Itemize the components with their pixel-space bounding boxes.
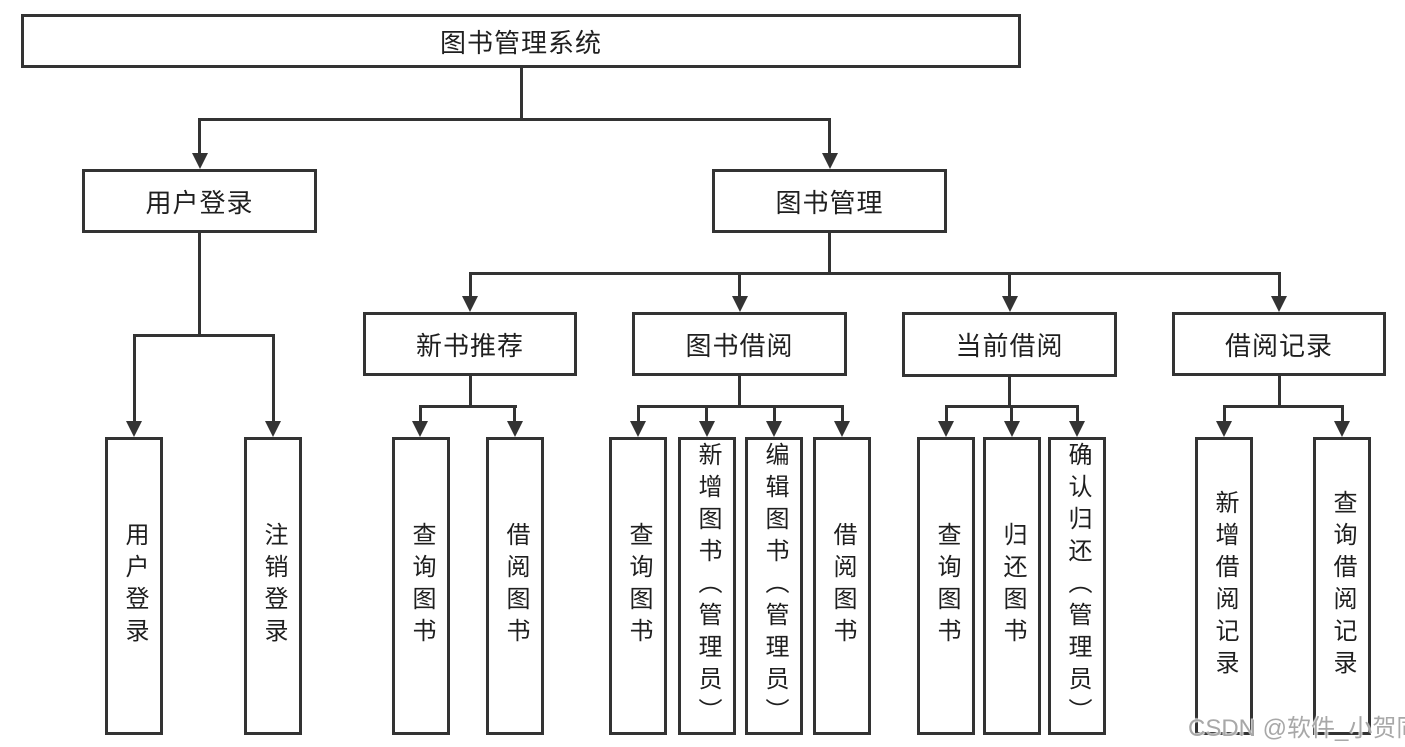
leaf-newbook-borrow-books: 借阅图书 bbox=[486, 437, 544, 735]
arrow-down-icon bbox=[1271, 296, 1287, 312]
connector-line bbox=[1075, 405, 1079, 424]
connector-line bbox=[1222, 405, 1344, 408]
leaf-borrow-query-books: 查询图书 bbox=[609, 437, 667, 735]
node-current-borrow: 当前借阅 bbox=[902, 312, 1117, 377]
connector-line bbox=[636, 405, 844, 408]
arrow-down-icon bbox=[630, 421, 646, 437]
connector-line bbox=[738, 272, 741, 299]
node-current-borrow-label: 当前借阅 bbox=[955, 331, 1064, 361]
leaf-current-query-books-label: 查询图书 bbox=[933, 522, 960, 650]
connector-line bbox=[944, 405, 948, 424]
arrow-down-icon bbox=[1216, 421, 1232, 437]
connector-line bbox=[738, 376, 741, 408]
connector-line bbox=[1008, 377, 1011, 408]
connector-line bbox=[198, 118, 831, 121]
connector-line bbox=[468, 272, 1281, 275]
arrow-down-icon bbox=[191, 153, 208, 169]
arrow-down-icon bbox=[938, 421, 954, 437]
connector-line bbox=[1340, 405, 1344, 424]
connector-line bbox=[1008, 272, 1011, 299]
connector-line bbox=[513, 405, 516, 424]
connector-line bbox=[636, 405, 640, 424]
connector-line bbox=[418, 405, 517, 408]
leaf-record-query-borrow-record-label: 查询借阅记录 bbox=[1329, 490, 1356, 682]
arrow-down-icon bbox=[1069, 421, 1085, 437]
connector-line bbox=[828, 233, 831, 275]
arrow-down-icon bbox=[462, 296, 478, 312]
connector-line bbox=[418, 405, 422, 424]
arrow-down-icon bbox=[698, 421, 715, 437]
node-root-label: 图书管理系统 bbox=[439, 27, 602, 58]
leaf-record-add-borrow-record: 新增借阅记录 bbox=[1195, 437, 1253, 735]
leaf-record-add-borrow-record-label: 新增借阅记录 bbox=[1211, 490, 1238, 682]
connector-line bbox=[772, 405, 776, 424]
connector-line bbox=[198, 118, 201, 156]
leaf-borrow-borrow-books: 借阅图书 bbox=[813, 437, 871, 735]
node-borrow-record: 借阅记录 bbox=[1172, 312, 1386, 376]
connector-line bbox=[705, 405, 708, 424]
leaf-current-return-books: 归还图书 bbox=[983, 437, 1041, 735]
arrow-down-icon bbox=[1334, 421, 1350, 437]
leaf-borrow-edit-books-admin: 编辑图书（管理员） bbox=[745, 437, 803, 735]
leaf-borrow-borrow-books-label: 借阅图书 bbox=[829, 522, 856, 650]
arrow-down-icon bbox=[766, 421, 782, 437]
node-book-management: 图书管理 bbox=[712, 169, 947, 233]
watermark: CSDN @软件_小贺同学 bbox=[1188, 715, 1405, 742]
leaf-current-confirm-return-admin-label: 确认归还（管理员） bbox=[1064, 442, 1091, 730]
leaf-record-query-borrow-record: 查询借阅记录 bbox=[1313, 437, 1371, 735]
arrow-down-icon bbox=[1003, 421, 1020, 437]
connector-line bbox=[520, 68, 523, 120]
connector-line bbox=[468, 376, 472, 408]
node-new-book-recommend: 新书推荐 bbox=[363, 312, 577, 376]
arrow-down-icon bbox=[412, 421, 428, 437]
leaf-borrow-add-books-admin: 新增图书（管理员） bbox=[678, 437, 736, 735]
connector-line bbox=[132, 334, 136, 424]
connector-line bbox=[198, 233, 201, 337]
arrow-down-icon bbox=[506, 421, 523, 437]
node-book-borrow-label: 图书借阅 bbox=[685, 330, 794, 361]
node-user-login: 用户登录 bbox=[82, 169, 317, 233]
node-new-book-recommend-label: 新书推荐 bbox=[415, 330, 524, 361]
connector-line bbox=[132, 334, 275, 337]
connector-line bbox=[828, 118, 831, 156]
arrow-down-icon bbox=[821, 153, 838, 169]
arrow-down-icon bbox=[834, 421, 850, 437]
connector-line bbox=[840, 405, 844, 424]
leaf-current-return-books-label: 归还图书 bbox=[999, 522, 1026, 650]
leaf-current-query-books: 查询图书 bbox=[917, 437, 975, 735]
leaf-logout: 注销登录 bbox=[244, 437, 302, 735]
node-book-management-label: 图书管理 bbox=[775, 187, 884, 218]
node-book-borrow: 图书借阅 bbox=[632, 312, 847, 376]
leaf-borrow-query-books-label: 查询图书 bbox=[625, 522, 652, 650]
leaf-user-login-label: 用户登录 bbox=[121, 522, 148, 650]
connector-line bbox=[1010, 405, 1013, 424]
arrow-down-icon bbox=[1001, 296, 1018, 312]
leaf-borrow-add-books-admin-label: 新增图书（管理员） bbox=[694, 442, 721, 730]
connector-line bbox=[1277, 376, 1281, 408]
connector-line bbox=[271, 334, 275, 424]
connector-line bbox=[1277, 272, 1281, 299]
arrow-down-icon bbox=[265, 421, 281, 437]
node-user-login-label: 用户登录 bbox=[145, 187, 254, 218]
leaf-newbook-borrow-books-label: 借阅图书 bbox=[502, 522, 529, 650]
connector-line bbox=[468, 272, 472, 299]
node-borrow-record-label: 借阅记录 bbox=[1224, 330, 1333, 361]
leaf-user-login: 用户登录 bbox=[105, 437, 163, 735]
leaf-borrow-edit-books-admin-label: 编辑图书（管理员） bbox=[761, 442, 788, 730]
arrow-down-icon bbox=[731, 296, 748, 312]
leaf-logout-label: 注销登录 bbox=[260, 522, 287, 650]
leaf-newbook-query-books: 查询图书 bbox=[392, 437, 450, 735]
leaf-newbook-query-books-label: 查询图书 bbox=[408, 522, 435, 650]
leaf-current-confirm-return-admin: 确认归还（管理员） bbox=[1048, 437, 1106, 735]
node-root: 图书管理系统 bbox=[21, 14, 1021, 68]
connector-line bbox=[1222, 405, 1226, 424]
arrow-down-icon bbox=[126, 421, 142, 437]
